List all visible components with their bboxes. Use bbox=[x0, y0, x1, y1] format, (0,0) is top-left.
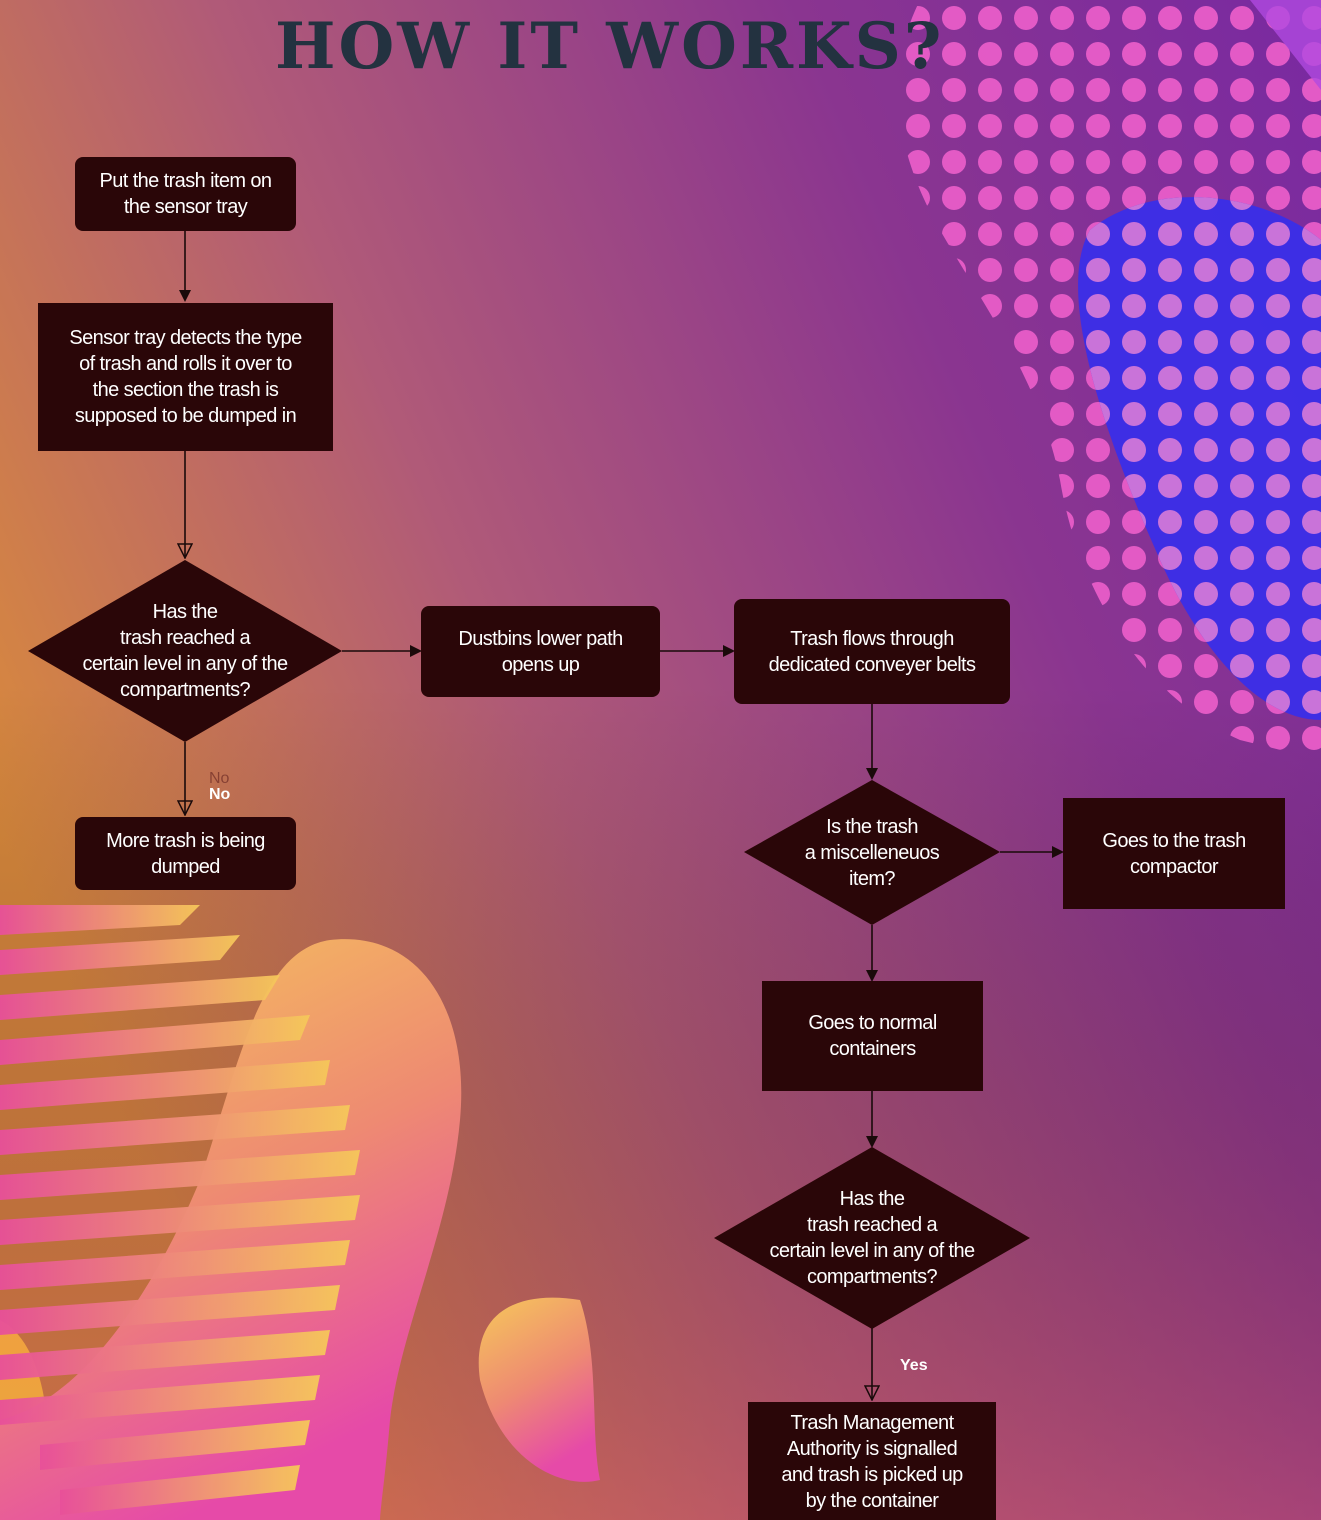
edge-label-yes: Yes bbox=[900, 1357, 928, 1374]
edge-label-no: No bbox=[209, 786, 231, 803]
node-sensor-detects: Sensor tray detects the type of trash an… bbox=[38, 303, 333, 451]
node-compactor: Goes to the trash compactor bbox=[1063, 798, 1285, 909]
node-conveyor-label: Trash flows through dedicated conveyer b… bbox=[768, 627, 976, 676]
node-normal-containers: Goes to normal containers bbox=[762, 981, 983, 1091]
node-sensor-detects-label: Sensor tray detects the type of trash an… bbox=[69, 327, 302, 427]
edge-label-no-shadow: No bbox=[209, 770, 230, 787]
node-authority: Trash Management Authority is signalled … bbox=[748, 1402, 996, 1520]
decision-misc-shape bbox=[744, 780, 1000, 925]
node-compactor-label: Goes to the trash compactor bbox=[1102, 829, 1246, 878]
decision-level-1-label: Has the trash reached a certain level in… bbox=[82, 601, 288, 701]
decision-level-2: Has the trash reached a certain level in… bbox=[714, 1147, 1030, 1329]
node-more-trash-label: More trash is being dumped bbox=[106, 829, 265, 878]
node-dustbins-lower-label: Dustbins lower path opens up bbox=[458, 627, 623, 676]
node-more-trash: More trash is being dumped bbox=[75, 817, 296, 890]
node-normal-containers-label: Goes to normal containers bbox=[808, 1012, 937, 1060]
node-dustbins-lower: Dustbins lower path opens up bbox=[421, 606, 660, 697]
decision-level-1: Has the trash reached a certain level in… bbox=[28, 560, 342, 742]
node-conveyor: Trash flows through dedicated conveyer b… bbox=[734, 599, 1010, 704]
decision-misc-label: Is the trash a miscelleneuos item? bbox=[804, 815, 940, 890]
node-put-trash: Put the trash item on the sensor tray bbox=[75, 157, 296, 231]
decision-level-2-shape bbox=[714, 1147, 1030, 1329]
decision-level-1-shape bbox=[28, 560, 342, 742]
decision-misc: Is the trash a miscelleneuos item? bbox=[744, 780, 1000, 925]
node-authority-label: Trash Management Authority is signalled … bbox=[781, 1412, 963, 1512]
decision-level-2-label: Has the trash reached a certain level in… bbox=[769, 1188, 975, 1288]
page-title: HOW IT WORKS? bbox=[275, 9, 945, 84]
node-put-trash-label: Put the trash item on the sensor tray bbox=[99, 170, 273, 218]
